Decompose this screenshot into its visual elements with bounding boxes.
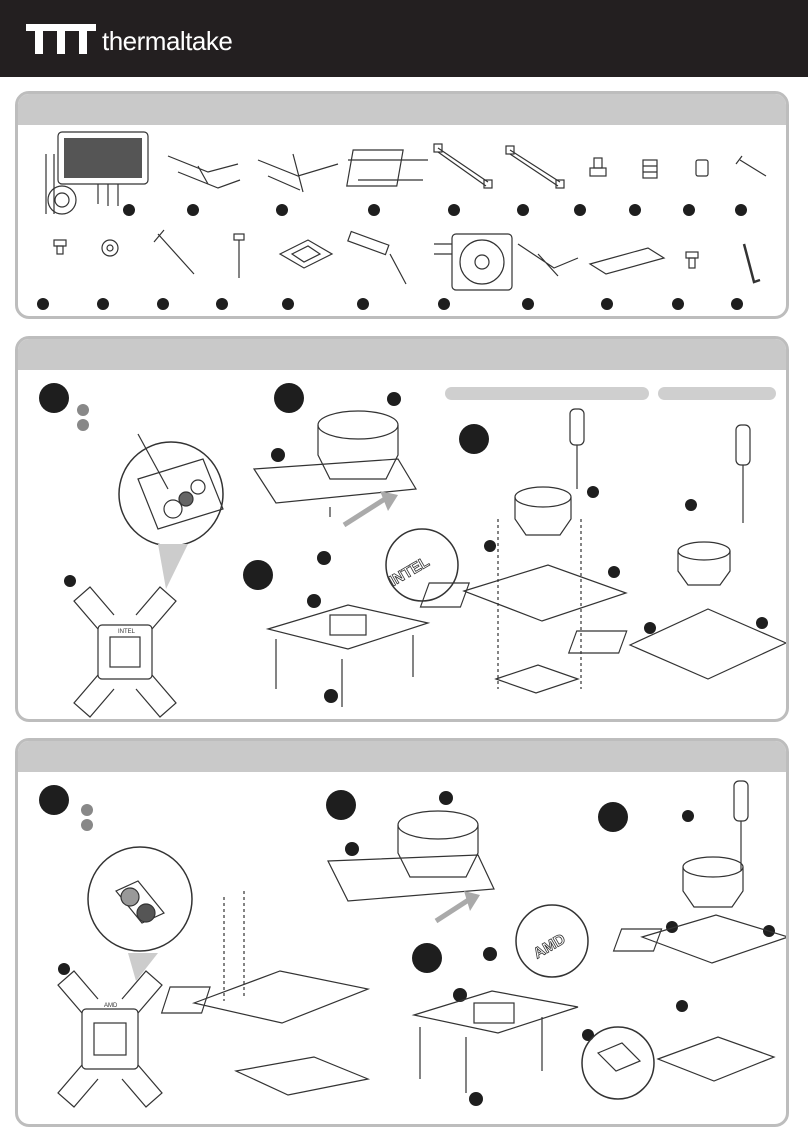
screwdriver-icon <box>734 781 748 871</box>
amd-mark-zoom: AMD <box>530 931 568 963</box>
bracket-icon <box>280 240 332 268</box>
amd-install-panel: AMD AMD <box>15 738 789 1127</box>
pump-block-icon <box>678 542 730 585</box>
bracket-icon <box>168 156 240 188</box>
pump-block-icon <box>328 811 494 901</box>
parts-illustrations <box>18 94 789 319</box>
bracket-icon <box>347 150 428 186</box>
screwdriver-icon <box>570 409 584 489</box>
bracket-icon <box>414 991 578 1093</box>
pump-block-icon <box>683 857 743 907</box>
bracket-icon <box>258 154 338 192</box>
intel-install-panel: INTEL INTEL <box>15 336 789 722</box>
step-marker <box>39 383 69 413</box>
bracket-icon <box>268 605 428 707</box>
screw-icon <box>736 156 766 176</box>
screwdriver-icon <box>736 425 750 523</box>
bracket-icon: INTEL <box>74 587 176 717</box>
screw-icon <box>686 252 698 268</box>
radiator-pump-icon <box>46 132 148 214</box>
thermaltake-logo-icon <box>26 24 96 54</box>
pump-block-icon <box>515 487 571 535</box>
page-header: thermaltake <box>0 0 808 77</box>
cable-icon <box>518 244 578 276</box>
hex-key-icon <box>744 244 760 282</box>
screw-icon <box>696 160 708 176</box>
screw-icon <box>643 160 657 178</box>
intel-mark-small: INTEL <box>118 629 136 635</box>
motherboard-icon <box>162 891 368 1095</box>
cable-icon <box>434 144 492 188</box>
screw-icon <box>590 158 606 176</box>
cable-icon <box>506 146 564 188</box>
bracket-icon <box>590 248 664 274</box>
intel-illustrations: INTEL INTEL <box>18 339 789 722</box>
amd-illustrations: AMD AMD <box>18 741 789 1127</box>
screw-icon <box>54 240 66 254</box>
parts-list-panel <box>15 91 789 319</box>
screw-icon <box>154 230 194 274</box>
part-marker <box>123 204 135 216</box>
screw-icon <box>102 240 118 256</box>
fan-icon <box>434 234 512 290</box>
intel-mark-zoom: INTEL <box>386 554 432 590</box>
amd-mark-small: AMD <box>104 1003 118 1009</box>
brand-name: thermaltake <box>102 26 232 57</box>
bracket-icon: AMD <box>58 971 162 1107</box>
cable-icon <box>348 232 406 284</box>
screw-icon <box>234 234 244 278</box>
